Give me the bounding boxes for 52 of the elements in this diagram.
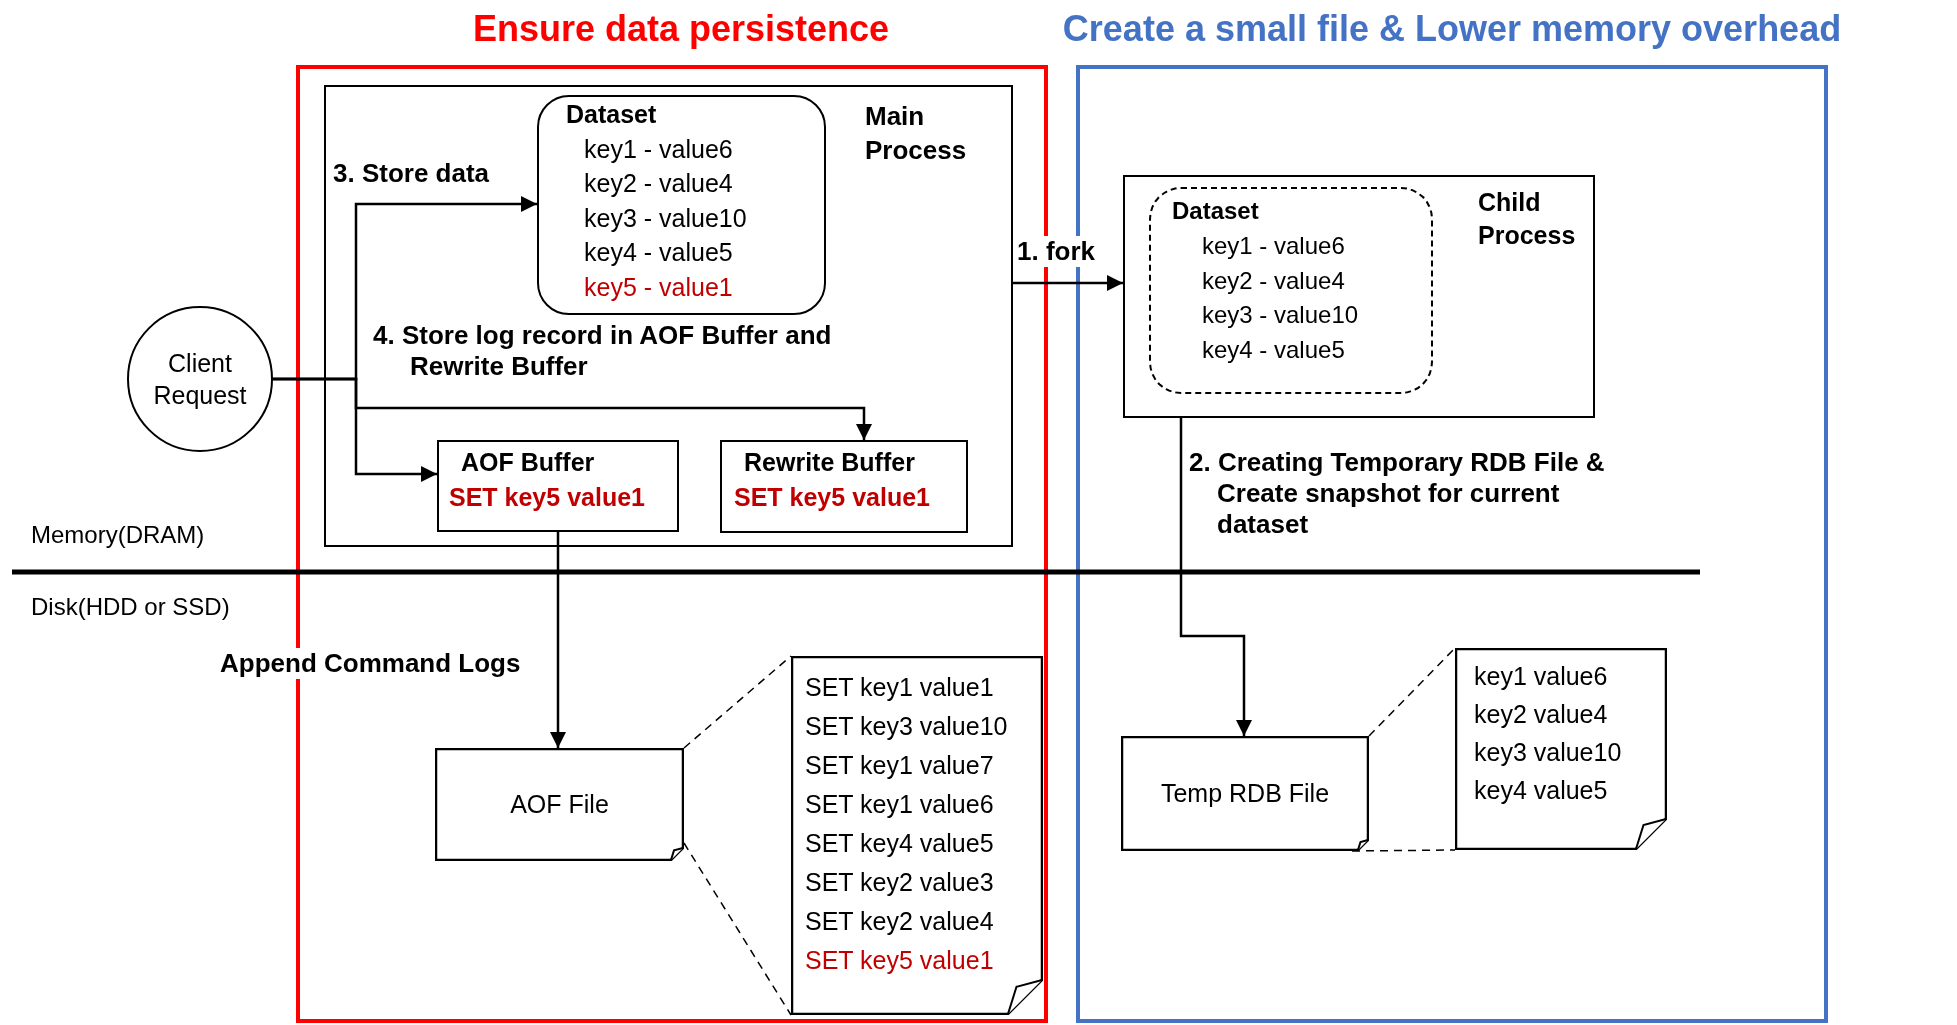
dataset-entry: key2 - value4 (584, 168, 734, 199)
file-entry: SET key2 value4 (805, 906, 995, 937)
arrow (273, 377, 872, 440)
dataset-entry: key3 - value10 (1202, 300, 1359, 331)
zoom-guide-line (1368, 647, 1456, 737)
buffer-entry: AOF Buffer (461, 447, 596, 478)
buffer-entry: SET key5 value1 (734, 482, 930, 513)
dataset-entry: key1 - value6 (584, 133, 734, 165)
file-entry: SET key1 value1 (805, 672, 995, 703)
dataset-entry: key4 - value5 (584, 237, 734, 268)
dataset-entry: key3 - value10 (584, 202, 747, 234)
buffer-entry: SET key5 value1 (449, 482, 645, 513)
dataset-entry: key4 - value5 (1202, 335, 1346, 366)
file-entry: SET key4 value5 (805, 828, 995, 859)
file-entry: SET key2 value3 (805, 867, 995, 898)
edge-label: 1. fork (1017, 236, 1096, 268)
file-entry: SET key1 value7 (805, 750, 995, 781)
arrow (1013, 275, 1123, 291)
file-document (1121, 736, 1369, 851)
region-title: Ensure data persistence (471, 7, 891, 51)
client-label: Client Request (152, 347, 248, 411)
buffer-entry: Rewrite Buffer (744, 447, 916, 478)
file-entry: SET key1 value6 (805, 789, 995, 820)
file-entry: SET key3 value10 (805, 711, 1008, 742)
file-label: AOF File (510, 788, 609, 820)
process-box (1123, 175, 1595, 418)
dataset-entry: key2 - value4 (1202, 265, 1346, 296)
arrow (1179, 418, 1252, 736)
dataset-box (1149, 187, 1433, 394)
file-document (435, 748, 684, 861)
region-title: Create a small file & Lower memory overhead (1061, 7, 1843, 51)
file-entry: key2 value4 (1474, 699, 1609, 730)
arrow (550, 532, 566, 748)
process-label: Main Process (865, 100, 968, 167)
file-content-document (1455, 648, 1667, 850)
dataset-entry: Dataset (1172, 196, 1260, 226)
process-label: Child Process (1478, 187, 1577, 251)
file-label: Temp RDB File (1160, 777, 1330, 809)
file-content-document (791, 656, 1043, 1015)
file-entry: key3 value10 (1474, 737, 1622, 768)
file-entry: key1 value6 (1474, 661, 1609, 692)
file-entry: SET key5 value1 (805, 945, 995, 976)
zoom-guide-line (1351, 849, 1456, 852)
buffer-box (437, 440, 679, 532)
file-entry: key4 value5 (1474, 775, 1609, 806)
zoom-guide-line (683, 655, 792, 749)
edge-label: Append Command Logs (220, 648, 521, 680)
dataset-box (537, 95, 826, 315)
buffer-box (720, 440, 968, 533)
dataset-entry: key5 - value1 (584, 271, 734, 303)
dataset-entry: Dataset (566, 99, 658, 130)
dataset-entry: key1 - value6 (1202, 230, 1346, 261)
